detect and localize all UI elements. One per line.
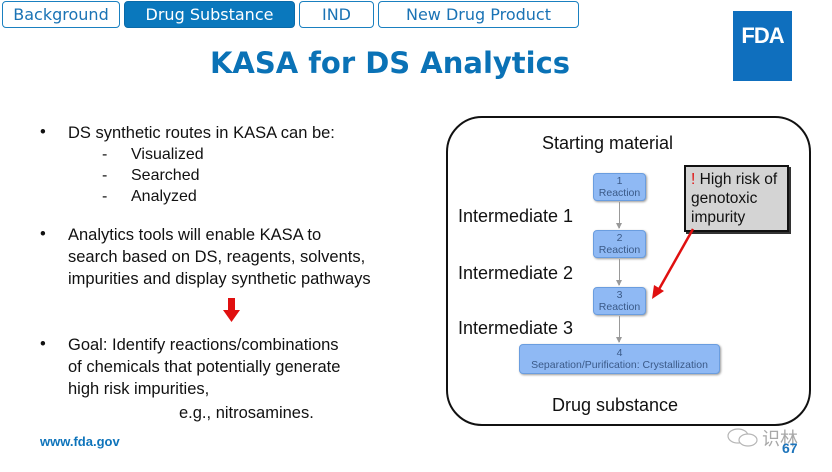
bullet-text-line: impurities and display synthetic pathway… [68, 270, 371, 288]
drug-substance-label: Drug substance [552, 395, 679, 415]
callout-pointer-arrow-icon [652, 228, 695, 299]
reaction-step-2[interactable]: 2 Reaction [593, 230, 646, 258]
bullet-text-line: of chemicals that potentially generate [68, 358, 341, 376]
sub-item-text: Searched [131, 167, 200, 184]
down-arrow-icon [223, 298, 240, 322]
step-number: 1 [616, 175, 623, 187]
bullet-text: DS synthetic routes in KASA can be: [68, 124, 335, 142]
watermark: 识林 [726, 425, 798, 451]
bullet-text-line: Analytics tools will enable KASA to [68, 226, 322, 244]
step-label: Reaction [598, 187, 641, 199]
intermediate-2-label: Intermediate 2 [458, 263, 574, 283]
flow-arrow [616, 259, 622, 286]
tab-background[interactable]: Background [2, 1, 120, 28]
bullet-dot: • [40, 123, 46, 141]
bullet-text-line: high risk impurities, [68, 380, 210, 398]
flow-arrow [616, 316, 622, 343]
tab-new-drug-product[interactable]: New Drug Product [378, 1, 579, 28]
bullet-text-line: search based on DS, reagents, solvents, [68, 248, 366, 266]
dash: - [102, 167, 108, 184]
fda-logo: FDA [733, 11, 792, 81]
step-number: 2 [616, 232, 623, 244]
wechat-icon [727, 428, 758, 447]
slide-title: KASA for DS Analytics [209, 46, 571, 80]
callout-text: High risk of genotoxic impurity [691, 171, 778, 226]
reaction-step-3[interactable]: 3 Reaction [593, 287, 646, 315]
bullet-dot: • [40, 335, 46, 353]
step-number: 3 [616, 289, 623, 301]
tab-ind[interactable]: IND [299, 1, 374, 28]
intermediate-1-label: Intermediate 1 [458, 206, 574, 226]
separation-step-4[interactable]: 4 Separation/Purification: Crystallizati… [519, 344, 720, 374]
bullet-text-line: e.g., nitrosamines. [179, 404, 314, 422]
step-number: 4 [616, 347, 623, 359]
dash: - [102, 146, 108, 163]
footer-url[interactable]: www.fda.gov [40, 434, 120, 449]
risk-callout: ! High risk of genotoxic impurity [684, 165, 789, 232]
step-label: Reaction [598, 301, 641, 313]
dash: - [102, 188, 108, 205]
warning-icon: ! [691, 171, 696, 188]
page-number: 67 [782, 440, 798, 456]
sub-item-text: Visualized [131, 146, 204, 163]
tab-drug-substance[interactable]: Drug Substance [124, 1, 295, 28]
flow-arrow [616, 202, 622, 229]
intermediate-3-label: Intermediate 3 [458, 318, 574, 338]
step-label: Reaction [598, 244, 641, 256]
reaction-step-1[interactable]: 1 Reaction [593, 173, 646, 201]
starting-material-label: Starting material [542, 133, 674, 153]
bullet-dot: • [40, 225, 46, 243]
sub-item-text: Analyzed [131, 188, 197, 205]
watermark-text: 识林 [762, 429, 798, 449]
step-label: Separation/Purification: Crystallization [531, 359, 708, 371]
bullet-text-line: Goal: Identify reactions/combinations [68, 336, 339, 354]
